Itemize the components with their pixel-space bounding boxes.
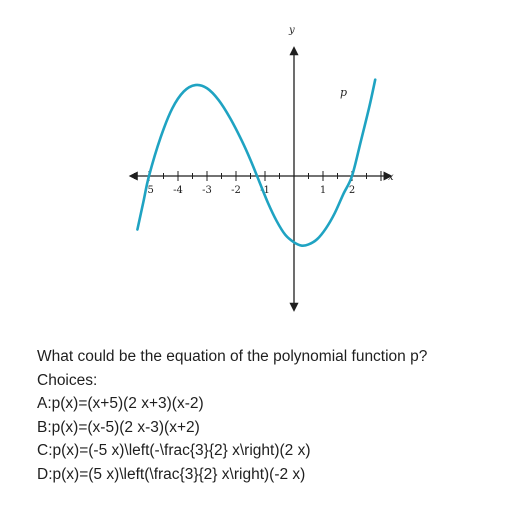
polynomial-graph: -5 -4 -3 -2 -1 1 2 p y x [128, 25, 394, 312]
choices-heading: Choices: [37, 371, 98, 389]
curve-p [136, 78, 377, 247]
x-tick-label: -4 [173, 185, 183, 196]
choice-d[interactable]: D:p(x)=(5 x)\left(\frac{3}{2} x\right)(-… [37, 465, 306, 483]
x-tick-label: -2 [231, 185, 241, 196]
x-tick-label: -1 [260, 185, 270, 196]
question-block: What could be the equation of the polyno… [37, 345, 507, 486]
choice-c[interactable]: C:p(x)=(-5 x)\left(-\frac{3}{2} x\right)… [37, 442, 311, 459]
y-axis-label: y [288, 25, 295, 36]
choice-b[interactable]: B:p(x)=(x-5)(2 x-3)(x+2) [37, 418, 200, 436]
curve-label-p: p [340, 86, 347, 99]
choice-a[interactable]: A:p(x)=(x+5)(2 x+3)(x-2) [37, 395, 204, 412]
x-tick-label: 1 [320, 185, 326, 196]
x-tick-label: -3 [202, 185, 212, 196]
x-tick-label: 2 [349, 185, 355, 196]
x-tick-label: -5 [144, 185, 154, 196]
x-axis-label: x [388, 172, 394, 183]
question-prompt: What could be the equation of the polyno… [37, 348, 428, 365]
